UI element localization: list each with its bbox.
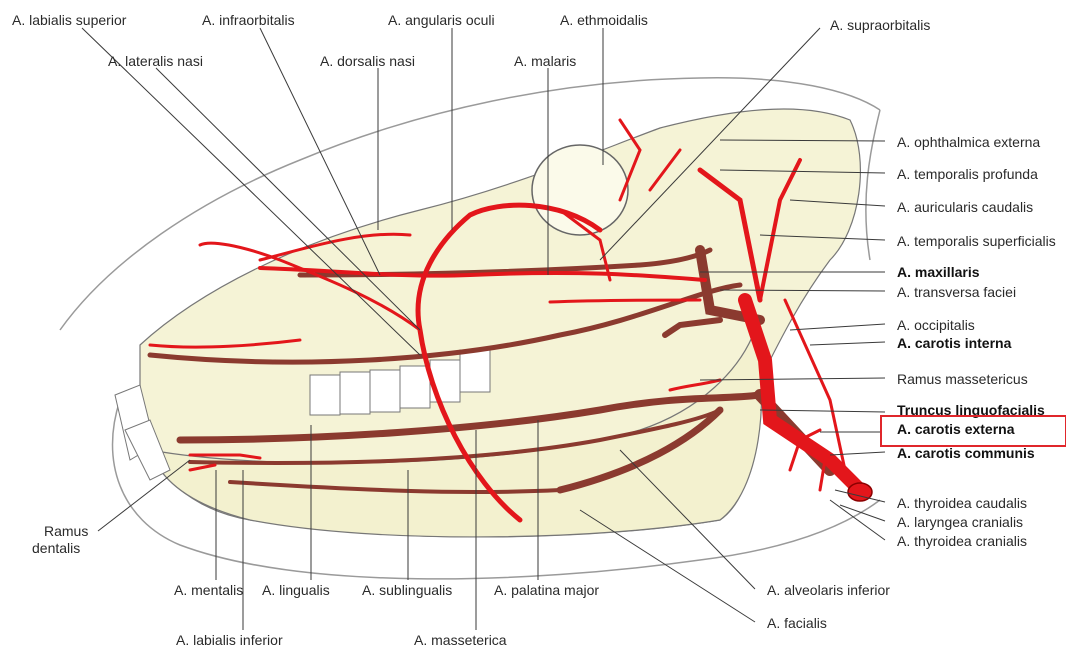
label-maxillaris: A. maxillaris — [897, 264, 980, 280]
label-ethmoidalis: A. ethmoidalis — [560, 12, 648, 28]
label-temporalis-superficialis: A. temporalis superficialis — [897, 233, 1056, 249]
label-carotis-externa: A. carotis externa — [897, 421, 1015, 437]
label-alveolaris-inferior: A. alveolaris inferior — [767, 582, 890, 598]
label-thyroidea-caudalis: A. thyroidea caudalis — [897, 495, 1027, 511]
label-truncus-linguofacialis: Truncus linguofacialis — [897, 402, 1045, 418]
label-masseterica: A. masseterica — [414, 632, 507, 648]
label-laryngea-cranialis: A. laryngea cranialis — [897, 514, 1024, 530]
label-occipitalis: A. occipitalis — [897, 317, 975, 333]
label-infraorbitalis: A. infraorbitalis — [202, 12, 295, 28]
label-malaris: A. malaris — [514, 53, 577, 69]
label-labialis-inferior: A. labialis inferior — [176, 632, 283, 648]
label-ramus-massetericus: Ramus massetericus — [897, 371, 1028, 387]
label-transversa-faciei: A. transversa faciei — [897, 284, 1017, 300]
label-ophthalmica-externa: A. ophthalmica externa — [897, 134, 1041, 150]
incisors — [114, 384, 171, 481]
label-angularis-oculi: A. angularis oculi — [388, 12, 495, 28]
label-lingualis: A. lingualis — [262, 582, 330, 598]
upper-teeth — [309, 349, 491, 416]
red-arteries — [148, 118, 867, 523]
label-auricularis-caudalis: A. auricularis caudalis — [897, 199, 1034, 215]
label-palatina-major: A. palatina major — [494, 582, 600, 598]
label-mentalis: A. mentalis — [174, 582, 244, 598]
label-thyroidea-cranialis: A. thyroidea cranialis — [897, 533, 1027, 549]
label-ramus-dentalis-line2: dentalis — [32, 540, 81, 556]
orbit — [531, 144, 629, 236]
label-lateralis-nasi: A. lateralis nasi — [108, 53, 203, 69]
label-temporalis-profunda: A. temporalis profunda — [897, 166, 1038, 182]
label-facialis: A. facialis — [767, 615, 827, 631]
label-sublingualis: A. sublingualis — [362, 582, 453, 598]
label-ramus-dentalis-line1: Ramus — [44, 523, 89, 539]
carotis-cut-end — [847, 482, 873, 502]
label-carotis-communis: A. carotis communis — [897, 445, 1035, 461]
label-dorsalis-nasi: A. dorsalis nasi — [320, 53, 415, 69]
label-supraorbitalis: A. supraorbitalis — [830, 17, 931, 33]
leader-lines — [81, 27, 886, 630]
label-carotis-interna: A. carotis interna — [897, 335, 1012, 351]
label-labialis-superior: A. labialis superior — [12, 12, 127, 28]
